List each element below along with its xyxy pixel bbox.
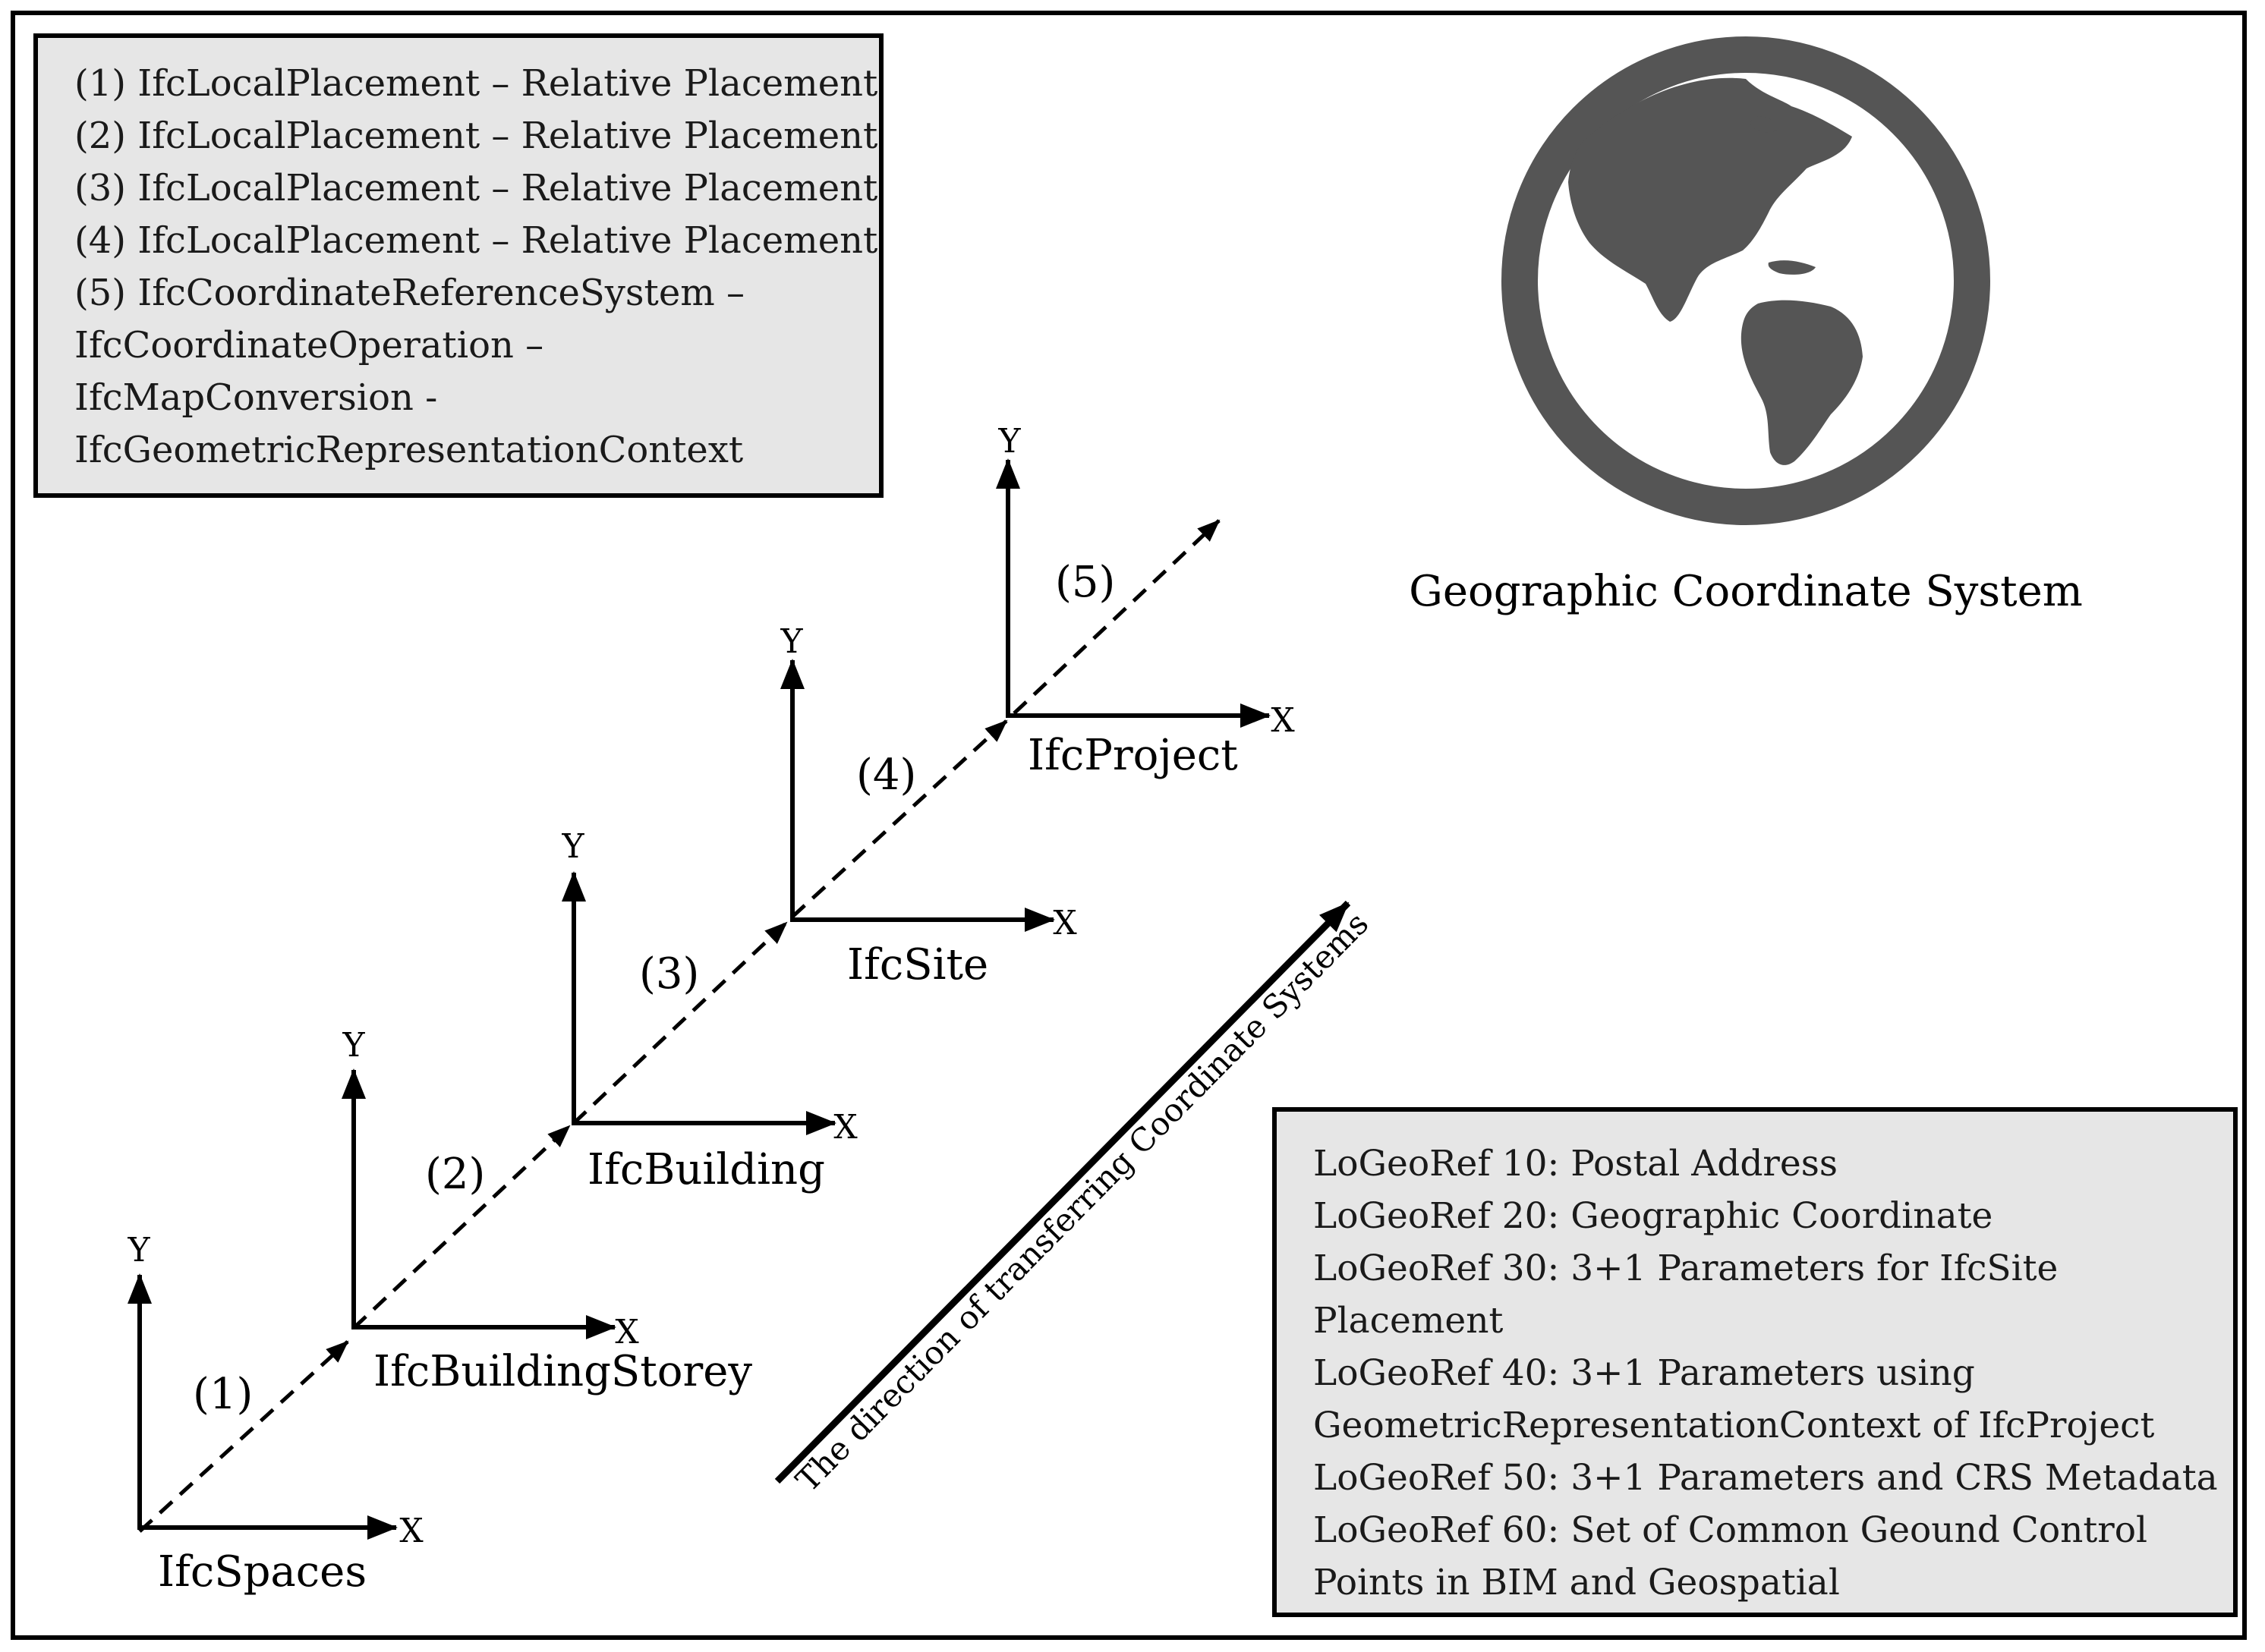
legend-line: (4) IfcLocalPlacement – Relative Placeme… <box>74 219 878 262</box>
legend-line: (1) IfcLocalPlacement – Relative Placeme… <box>74 62 878 105</box>
transfer-arrow-4 <box>791 719 1008 918</box>
ifcbuilding-label: IfcBuilding <box>588 1145 825 1194</box>
ifcsite-axes <box>780 659 1055 932</box>
globe-caption: Geographic Coordinate System <box>1409 567 2083 616</box>
ifcbuilding-y-label: Y <box>561 827 584 866</box>
ifcspaces-x-label: X <box>399 1512 424 1550</box>
diagram-frame <box>11 11 2247 1640</box>
direction-arrow <box>774 900 1351 1484</box>
ifcbuildingstorey-axes <box>342 1068 616 1339</box>
ifcspaces-label: IfcSpaces <box>158 1547 367 1597</box>
transfer-label-5: (5) <box>1055 558 1115 607</box>
ifcproject-label: IfcProject <box>1028 731 1238 780</box>
ifcbuilding-axes <box>562 871 836 1135</box>
ifcbuildingstorey-label: IfcBuildingStorey <box>373 1347 752 1396</box>
ifcproject-x-label: X <box>1271 701 1295 740</box>
direction-label: The direction of transferring Coordinate… <box>789 905 1375 1499</box>
ifcspaces-y-label: Y <box>127 1231 150 1270</box>
transfer-arrow-1 <box>138 1340 349 1533</box>
transfer-label-1: (1) <box>193 1370 253 1419</box>
ifcproject-axes <box>996 458 1271 728</box>
logeoref-line: LoGeoRef 10: Postal Address <box>1313 1143 1838 1185</box>
ifcbuildingstorey-y-label: Y <box>342 1026 365 1065</box>
ifcsite-label: IfcSite <box>847 940 988 990</box>
transfer-label-4: (4) <box>856 750 916 800</box>
legend-line: IfcMapConversion - <box>74 376 438 419</box>
legend-line: IfcCoordinateOperation – <box>74 324 544 367</box>
logeoref-line: LoGeoRef 20: Geographic Coordinate <box>1313 1195 1993 1237</box>
ifcproject-y-label: Y <box>997 422 1021 461</box>
logeoref-levels-box: LoGeoRef 10: Postal Address LoGeoRef 20:… <box>1272 1107 2238 1617</box>
logeoref-line: LoGeoRef 50: 3+1 Parameters and CRS Meta… <box>1313 1457 2218 1499</box>
transfer-arrow-3 <box>572 921 788 1125</box>
transfer-path <box>138 519 1221 1533</box>
ifcsite-y-label: Y <box>780 622 803 661</box>
ifcsite-x-label: X <box>1053 904 1077 942</box>
logeoref-line: LoGeoRef 30: 3+1 Parameters for IfcSite <box>1313 1248 2059 1289</box>
legend-line: (5) IfcCoordinateReferenceSystem – <box>74 272 745 314</box>
ifcbuilding-x-label: X <box>833 1108 858 1147</box>
globe-americas-icon <box>1501 36 1990 525</box>
transfer-arrow-5 <box>1013 519 1221 715</box>
legend-line: IfcGeometricRepresentationContext <box>74 429 744 471</box>
ifcbuildingstorey-x-label: X <box>615 1313 639 1351</box>
transfer-label-2: (2) <box>425 1150 485 1199</box>
legend-line: (3) IfcLocalPlacement – Relative Placeme… <box>74 167 878 209</box>
placement-legend-box: (1) IfcLocalPlacement – Relative Placeme… <box>33 33 884 498</box>
logeoref-line: LoGeoRef 40: 3+1 Parameters using <box>1313 1352 1975 1394</box>
transfer-arrow-2 <box>352 1125 571 1329</box>
transfer-label-3: (3) <box>639 949 699 999</box>
logeoref-line: Points in BIM and Geospatial <box>1313 1562 1840 1603</box>
legend-line: (2) IfcLocalPlacement – Relative Placeme… <box>74 115 878 157</box>
logeoref-line: LoGeoRef 60: Set of Common Geound Contro… <box>1313 1509 2148 1551</box>
ifcspaces-axes <box>128 1273 398 1540</box>
logeoref-line: GeometricRepresentationContext of IfcPro… <box>1313 1405 2155 1446</box>
logeoref-line: Placement <box>1313 1300 1504 1342</box>
